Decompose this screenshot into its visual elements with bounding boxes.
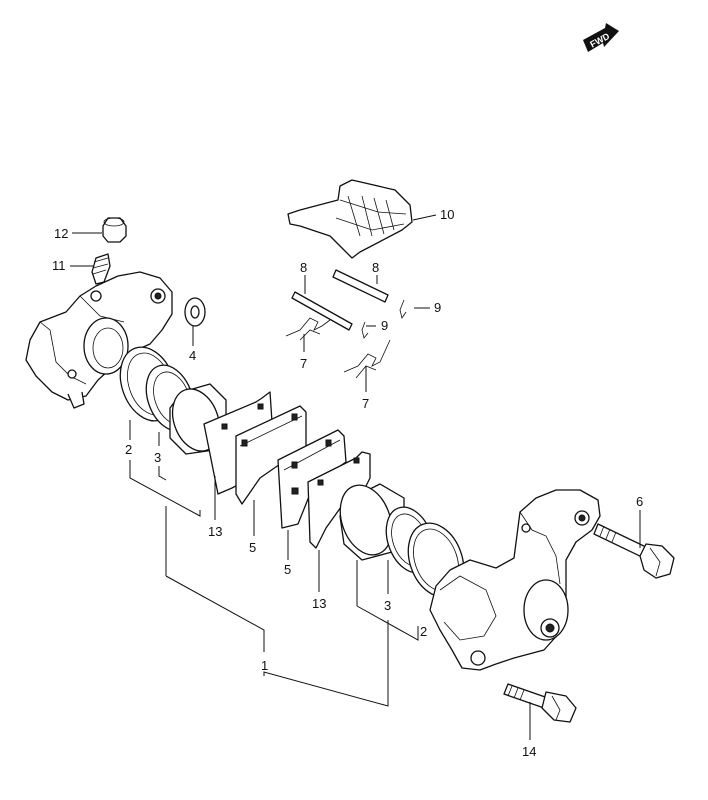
caliper-housing-outer-part (429, 489, 601, 671)
caliper-bolt-lower-part (503, 683, 577, 723)
callout-13-right: 13 (312, 596, 326, 611)
callout-1: 1 (261, 658, 268, 673)
callout-12: 12 (54, 226, 68, 241)
brake-pad-right-part (277, 429, 347, 529)
callout-7-upper: 7 (300, 356, 307, 371)
callout-2-left: 2 (125, 442, 132, 457)
anti-rattle-spring-upper-part (285, 317, 331, 341)
fwd-arrow-icon: FWD (583, 23, 619, 52)
leader-lines (70, 214, 641, 740)
bleeder-screw-part (91, 253, 111, 285)
callout-6: 6 (636, 494, 643, 509)
callout-3-right: 3 (384, 598, 391, 613)
callout-11: 11 (52, 258, 66, 273)
anti-rattle-spring-lower-part (343, 339, 391, 379)
caliper-housing-inner-part (25, 271, 173, 409)
washer-part (184, 297, 206, 327)
callout-5-right: 5 (284, 562, 291, 577)
callout-13-left: 13 (208, 524, 222, 539)
callout-9-upper: 9 (434, 300, 441, 315)
caliper-bolt-upper-part (593, 523, 675, 579)
pad-pin-upper-part (332, 269, 389, 303)
callout-9-lower: 9 (381, 318, 388, 333)
bleeder-cap-part (102, 217, 127, 243)
callout-14: 14 (522, 744, 536, 759)
callout-8-right: 8 (372, 260, 379, 275)
pad-spring-part (287, 179, 413, 259)
pin-clip-upper-part (399, 299, 407, 319)
pin-clip-lower-part (361, 321, 369, 339)
callout-2-right: 2 (420, 624, 427, 639)
callout-3-left: 3 (154, 450, 161, 465)
callout-5-left: 5 (249, 540, 256, 555)
callout-4: 4 (189, 348, 196, 363)
callout-7-lower: 7 (362, 396, 369, 411)
callout-8-left: 8 (300, 260, 307, 275)
callout-10: 10 (440, 207, 454, 222)
callout-labels: 1 2 2 3 3 4 5 5 6 7 7 8 8 9 9 10 11 12 1… (52, 207, 643, 759)
pad-pin-lower-part (291, 291, 353, 331)
